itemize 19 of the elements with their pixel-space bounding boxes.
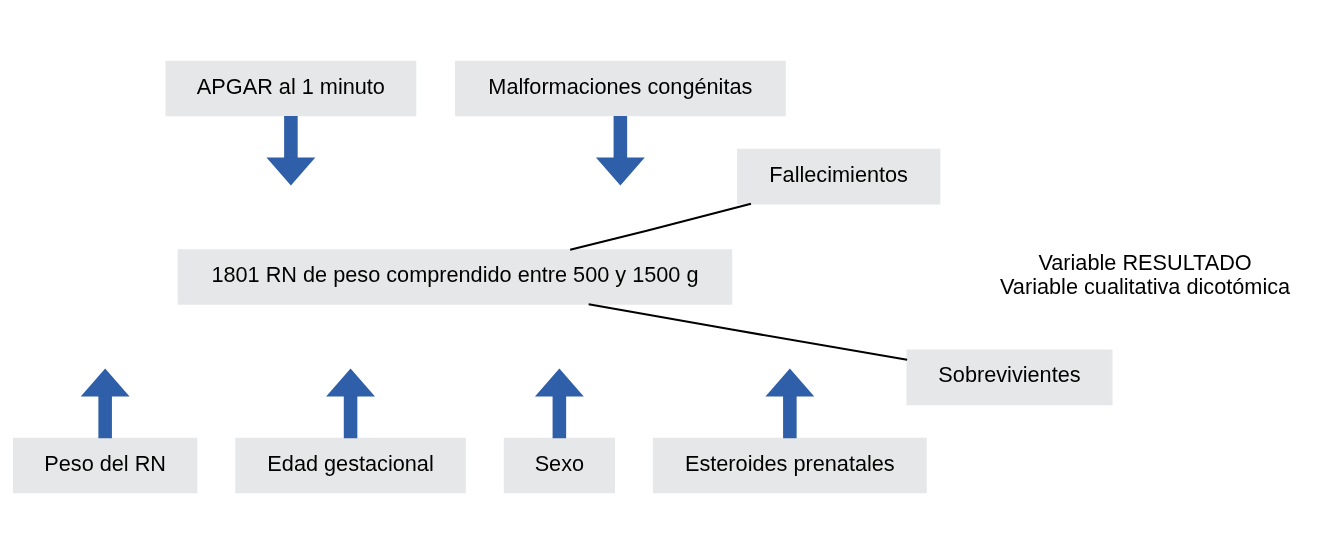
connector xyxy=(588,303,908,361)
arrow xyxy=(266,116,316,186)
label: Variable cualitativa dicotómica xyxy=(1000,274,1291,300)
connector xyxy=(569,202,752,251)
label: Variable RESULTADO xyxy=(1038,249,1252,275)
arrow xyxy=(595,116,645,186)
node-box: Malformaciones congénitas xyxy=(454,60,786,117)
node-box: APGAR al 1 minuto xyxy=(165,60,417,117)
arrow xyxy=(80,368,130,439)
node-box: Sobrevivientes xyxy=(906,349,1113,406)
arrow xyxy=(534,368,584,439)
arrow xyxy=(326,368,375,439)
node-box: Sexo xyxy=(503,437,615,494)
node-box: Fallecimientos xyxy=(736,148,941,205)
node-box: 1801 RN de peso comprendido entre 500 y 1500 g xyxy=(177,249,733,305)
node-box: Esteroides prenatales xyxy=(652,437,927,494)
node-box: Peso del RN xyxy=(12,437,198,494)
node-box: Edad gestacional xyxy=(235,437,466,494)
arrow xyxy=(765,368,815,439)
